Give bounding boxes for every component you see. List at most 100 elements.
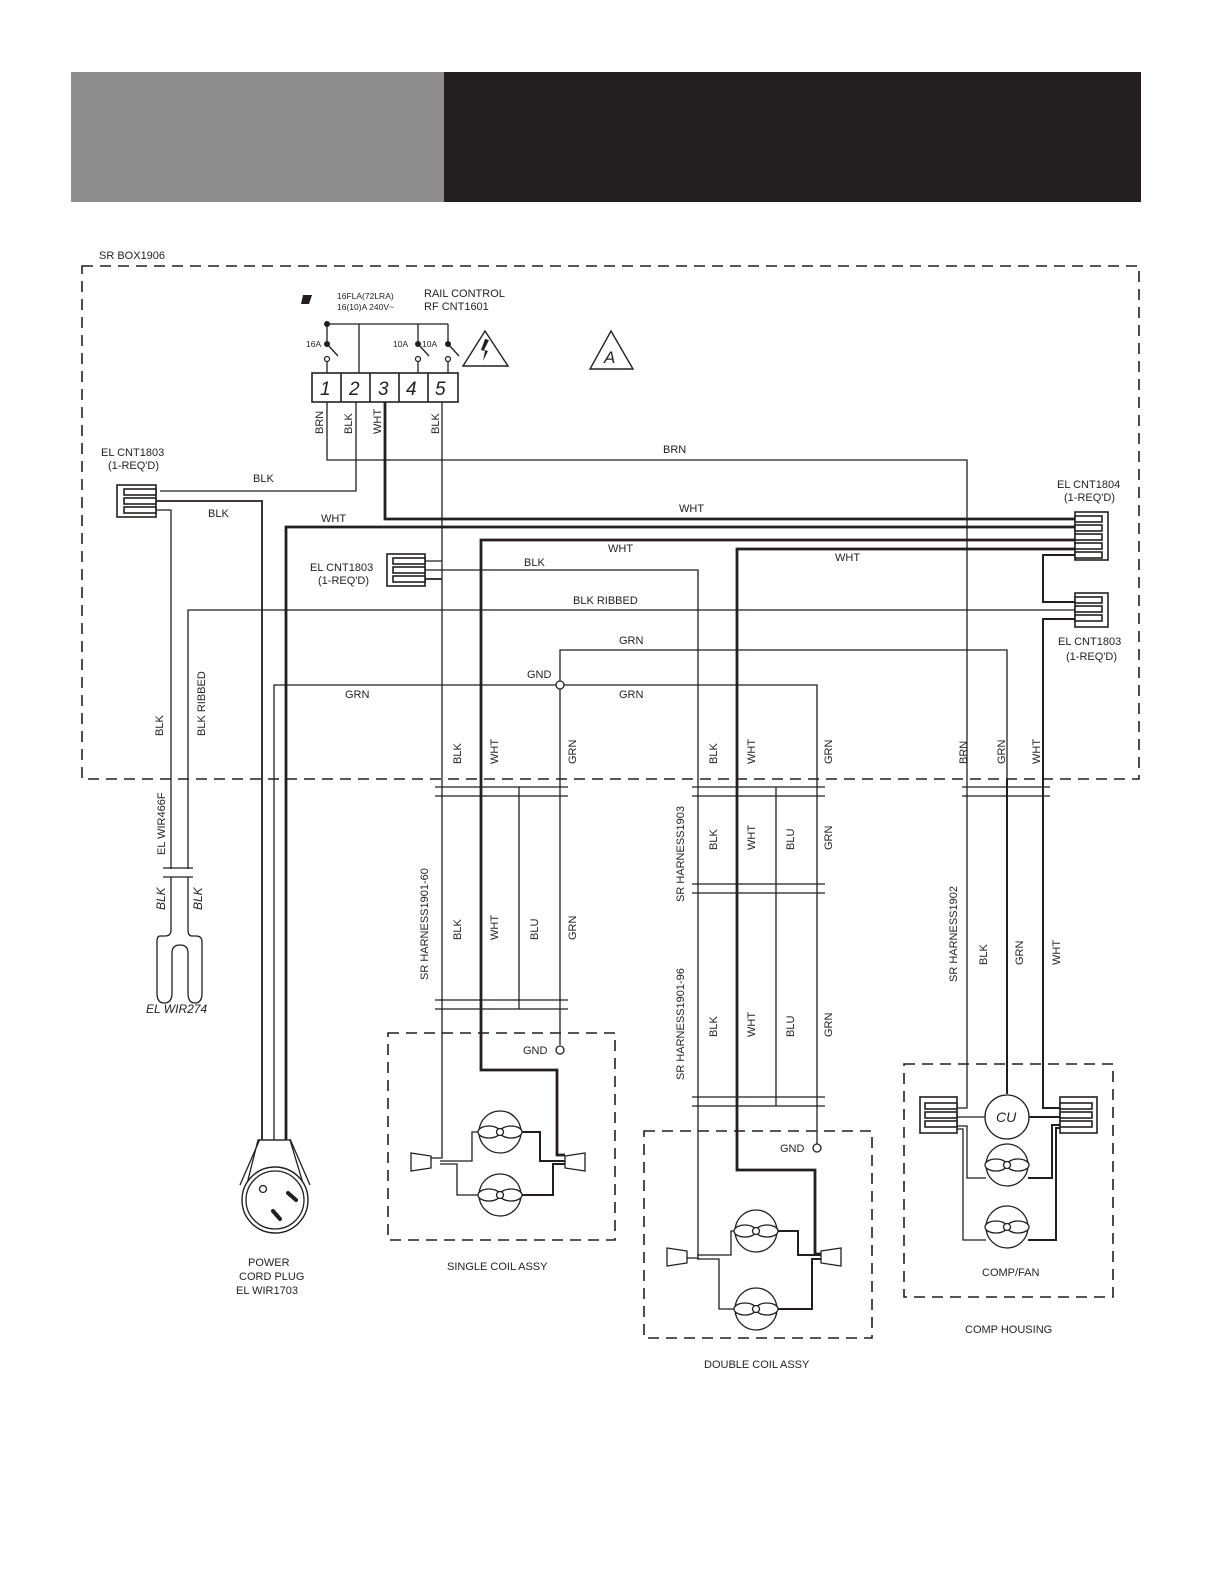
drop-comp-wht: WHT [1031,739,1043,764]
heater-lead-label: EL WIR466F [156,792,168,855]
comp-housing: CU COMP/FAN COMP HOUSING [903,1063,1114,1336]
wire-blk-center [425,569,699,779]
label-blk-ribbed: BLK RIBBED [573,595,638,607]
comp-housing-label: COMP HOUSING [965,1324,1052,1336]
h1901-60-wire-blk: BLK [452,919,464,940]
rating-line1: 16FLA(72LRA) [337,291,394,301]
warning-symbol: A [603,348,615,367]
term3-wire-label: WHT [372,409,384,434]
gnd-terminal-icon [555,680,565,690]
terminal-5: 5 [435,379,446,400]
svg-text:EL CNT1803: EL CNT1803 [310,562,373,574]
fan-icon [984,1143,1030,1187]
header-band-left [71,72,444,202]
term5-wire-label: BLK [430,413,442,434]
svg-text:(1-REQ'D): (1-REQ'D) [108,460,159,472]
heater-element-label: EL WIR274 [146,1002,207,1016]
wire-nut-icon [666,1247,688,1267]
h1903-wire-grn: GRN [823,826,835,851]
harness-junctions [163,786,1050,1107]
wire-wht-double [735,547,1075,779]
rating-line2: 16(10)A 240V~ [337,302,394,312]
connector-right-top: EL CNT1804 (1-REQ'D) [1057,479,1120,561]
header-band-right [444,72,1141,202]
h1901-60-wire-grn: GRN [567,916,579,941]
h1901-60-wire-blu: BLU [529,919,541,940]
wire-wht-term3 [383,402,1075,521]
harness-1901-60-label: SR HARNESS1901-60 [419,868,431,980]
fan-icon [477,1173,523,1217]
svg-text:GND: GND [523,1045,548,1057]
connector-center: EL CNT1803 (1-REQ'D) [310,553,426,587]
svg-text:(1-REQ'D): (1-REQ'D) [1064,492,1115,504]
wire-blk-heater [156,509,172,869]
wire-comp-blk [958,779,968,1109]
h1903-wire-blu: BLU [785,829,797,850]
label-grn-left: GRN [345,689,370,701]
wire-wht-single [479,538,1075,779]
box-label: SR BOX1906 [99,250,165,262]
wire-wht-comp [1042,618,1075,779]
terminal-4: 4 [406,379,417,400]
svg-text:EL CNT1803: EL CNT1803 [1058,636,1121,648]
h1902-wire-blk: BLK [978,944,990,965]
fan-icon [477,1110,523,1154]
wire-nut-icon [820,1247,842,1267]
term1-wire-label: BRN [314,411,326,434]
h1901-60-wire-wht: WHT [489,915,501,940]
drop-single-grn: GRN [567,740,579,765]
h1902-wire-grn: GRN [1014,941,1026,966]
harness-1903-label: SR HARNESS1903 [675,806,687,902]
drop-single-wht: WHT [489,739,501,764]
fan-icon [733,1209,779,1253]
h1902-wire-wht: WHT [1051,940,1063,965]
single-coil-label: SINGLE COIL ASSY [447,1261,548,1273]
heater-wire-label-1: BLK [154,886,168,910]
label-wht-mid: WHT [608,543,633,555]
drop-comp-grn: GRN [996,740,1008,765]
heater-element: EL WIR466F BLK BLK EL WIR274 [146,792,207,1016]
label-blk-left: BLK [208,508,229,520]
gnd-icon [555,1045,565,1055]
terminal-3: 3 [378,379,389,400]
connector-right-bottom: EL CNT1803 (1-REQ'D) [1058,592,1121,663]
label-blk-top: BLK [253,473,274,485]
power-cord-plug: POWER CORD PLUG EL WIR1703 [236,1138,311,1297]
drop-double-wht: WHT [746,739,758,764]
drop-comp-brn: BRN [958,741,970,764]
wire-jumper [1042,554,1075,603]
wire-brn [326,402,968,779]
drop-single-blk: BLK [452,743,464,764]
label-blk-vertical: BLK [154,715,166,736]
switch-rating-4: 10A [393,339,408,349]
term2-wire-label: BLK [343,413,355,434]
h1903-wire-wht: WHT [746,825,758,850]
svg-text:EL CNT1803: EL CNT1803 [101,447,164,459]
fan-icon [733,1287,779,1331]
label-grn-upper: GRN [619,635,644,647]
wire-nut-icon [564,1152,586,1172]
h1903-wire-blk: BLK [708,829,720,850]
wire-blk-cord [156,500,263,1140]
wire-wht-cord [284,525,1075,1140]
label-wht-main: WHT [679,503,704,515]
single-coil-assy: GND SINGLE COIL ASSY [387,1032,616,1273]
wire-single-wht [479,779,565,1157]
ul-mark-icon [301,295,312,304]
label-gnd: GND [527,669,552,681]
power-cord-line1: POWER [248,1257,290,1269]
power-cord-line2: CORD PLUG [239,1271,304,1283]
h1901-96-wire-grn: GRN [823,1013,835,1038]
heater-wire-label-2: BLK [191,886,205,910]
svg-text:GND: GND [780,1143,805,1155]
fan-icon [984,1205,1030,1249]
compressor-label: CU [996,1109,1017,1125]
h1901-96-wire-blu: BLU [785,1016,797,1037]
label-wht-left: WHT [321,513,346,525]
wire-single-blk [431,779,443,1159]
svg-text:(1-REQ'D): (1-REQ'D) [1066,651,1117,663]
svg-text:(1-REQ'D): (1-REQ'D) [318,575,369,587]
terminal-block [311,372,459,403]
label-brn: BRN [663,444,686,456]
